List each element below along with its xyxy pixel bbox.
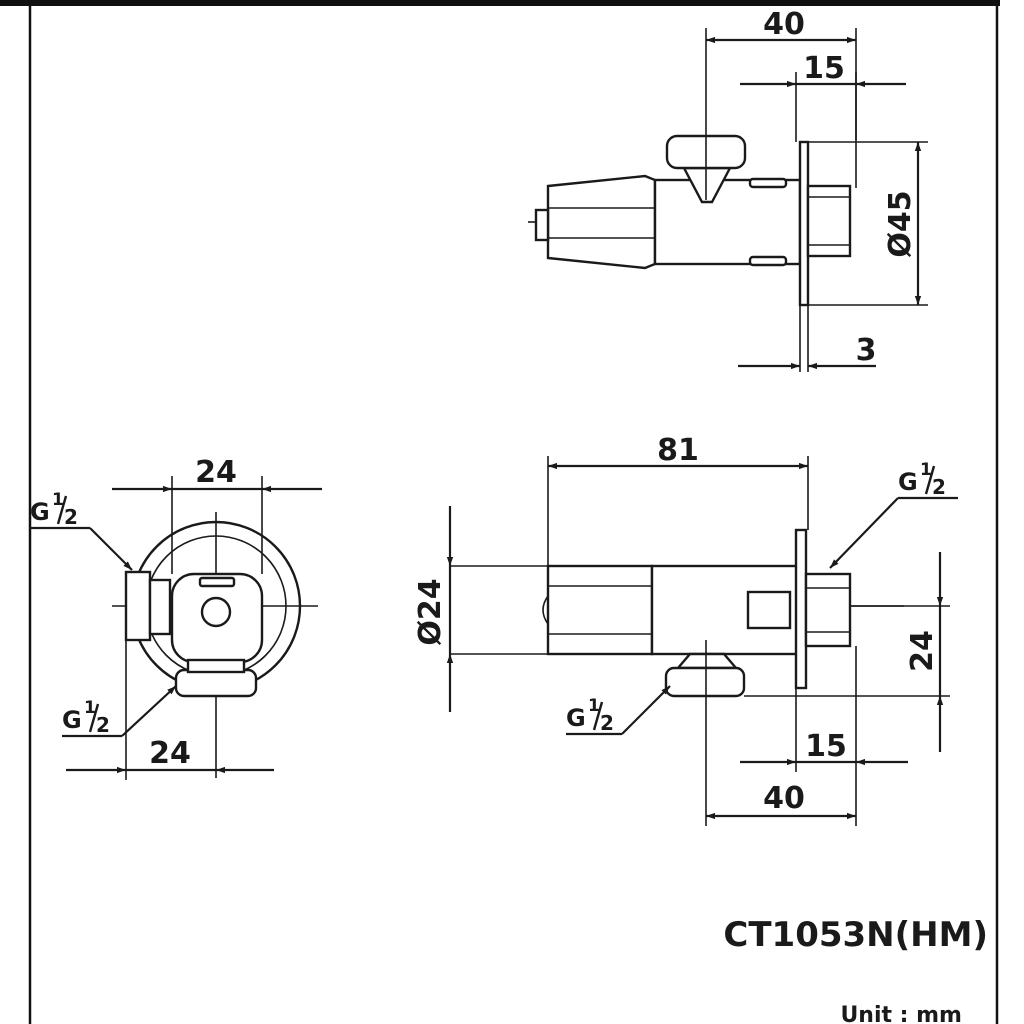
end-view: 24 24 G 1 2 G 1 2 [30, 455, 322, 780]
model-number: CT1053N(HM) [723, 915, 988, 955]
side-dim-diameter-24: Ø24 [413, 578, 448, 645]
side-view-outlet-nut [664, 666, 746, 698]
svg-text:2: 2 [600, 711, 614, 735]
side-thread-label-outlet: G 1 2 [566, 685, 671, 736]
svg-text:G: G [30, 498, 50, 526]
side-dim-81: 81 [657, 433, 699, 468]
side-view-outlet-neck [675, 652, 739, 670]
svg-text:G: G [62, 706, 82, 734]
top-view: 40 15 Ø45 3 [528, 7, 928, 372]
side-dim-15: 15 [805, 729, 847, 764]
side-view-stem-square [746, 590, 792, 630]
end-view-bore [200, 596, 232, 628]
svg-text:1: 1 [84, 698, 96, 718]
side-view: 81 Ø24 24 15 40 G 1 2 G [413, 433, 958, 826]
side-dim-40: 40 [763, 781, 805, 816]
end-view-left-outlet [124, 570, 152, 642]
svg-text:1: 1 [920, 460, 932, 480]
side-view-flange [794, 528, 808, 690]
end-dim-24-top: 24 [195, 455, 237, 490]
side-view-thread-stub [804, 572, 852, 648]
svg-text:2: 2 [96, 713, 110, 737]
end-thread-label-bottom: G 1 2 [62, 685, 177, 738]
svg-text:G: G [566, 704, 586, 732]
end-thread-label-top: G 1 2 [30, 490, 133, 571]
unit-label: Unit : mm [840, 1003, 962, 1024]
svg-text:2: 2 [64, 505, 78, 529]
end-dim-24-bottom: 24 [149, 736, 191, 771]
top-dim-3: 3 [856, 333, 877, 368]
top-dim-diameter-45: Ø45 [883, 190, 918, 257]
top-view-hex-body [546, 174, 657, 270]
end-view-bottom-outlet [174, 668, 258, 698]
svg-text:1: 1 [588, 696, 600, 716]
top-dim-40: 40 [763, 7, 805, 42]
side-thread-label-wall: G 1 2 [829, 460, 958, 569]
top-border [0, 0, 1000, 6]
side-view-hex-body [546, 564, 654, 656]
top-dim-15: 15 [803, 51, 845, 86]
svg-text:1: 1 [52, 490, 64, 510]
svg-text:2: 2 [932, 475, 946, 499]
side-dim-24-right: 24 [905, 630, 940, 672]
top-view-flange [798, 140, 810, 307]
top-view-end-cap [534, 208, 550, 242]
svg-text:G: G [898, 468, 918, 496]
top-view-main-body [653, 178, 802, 266]
